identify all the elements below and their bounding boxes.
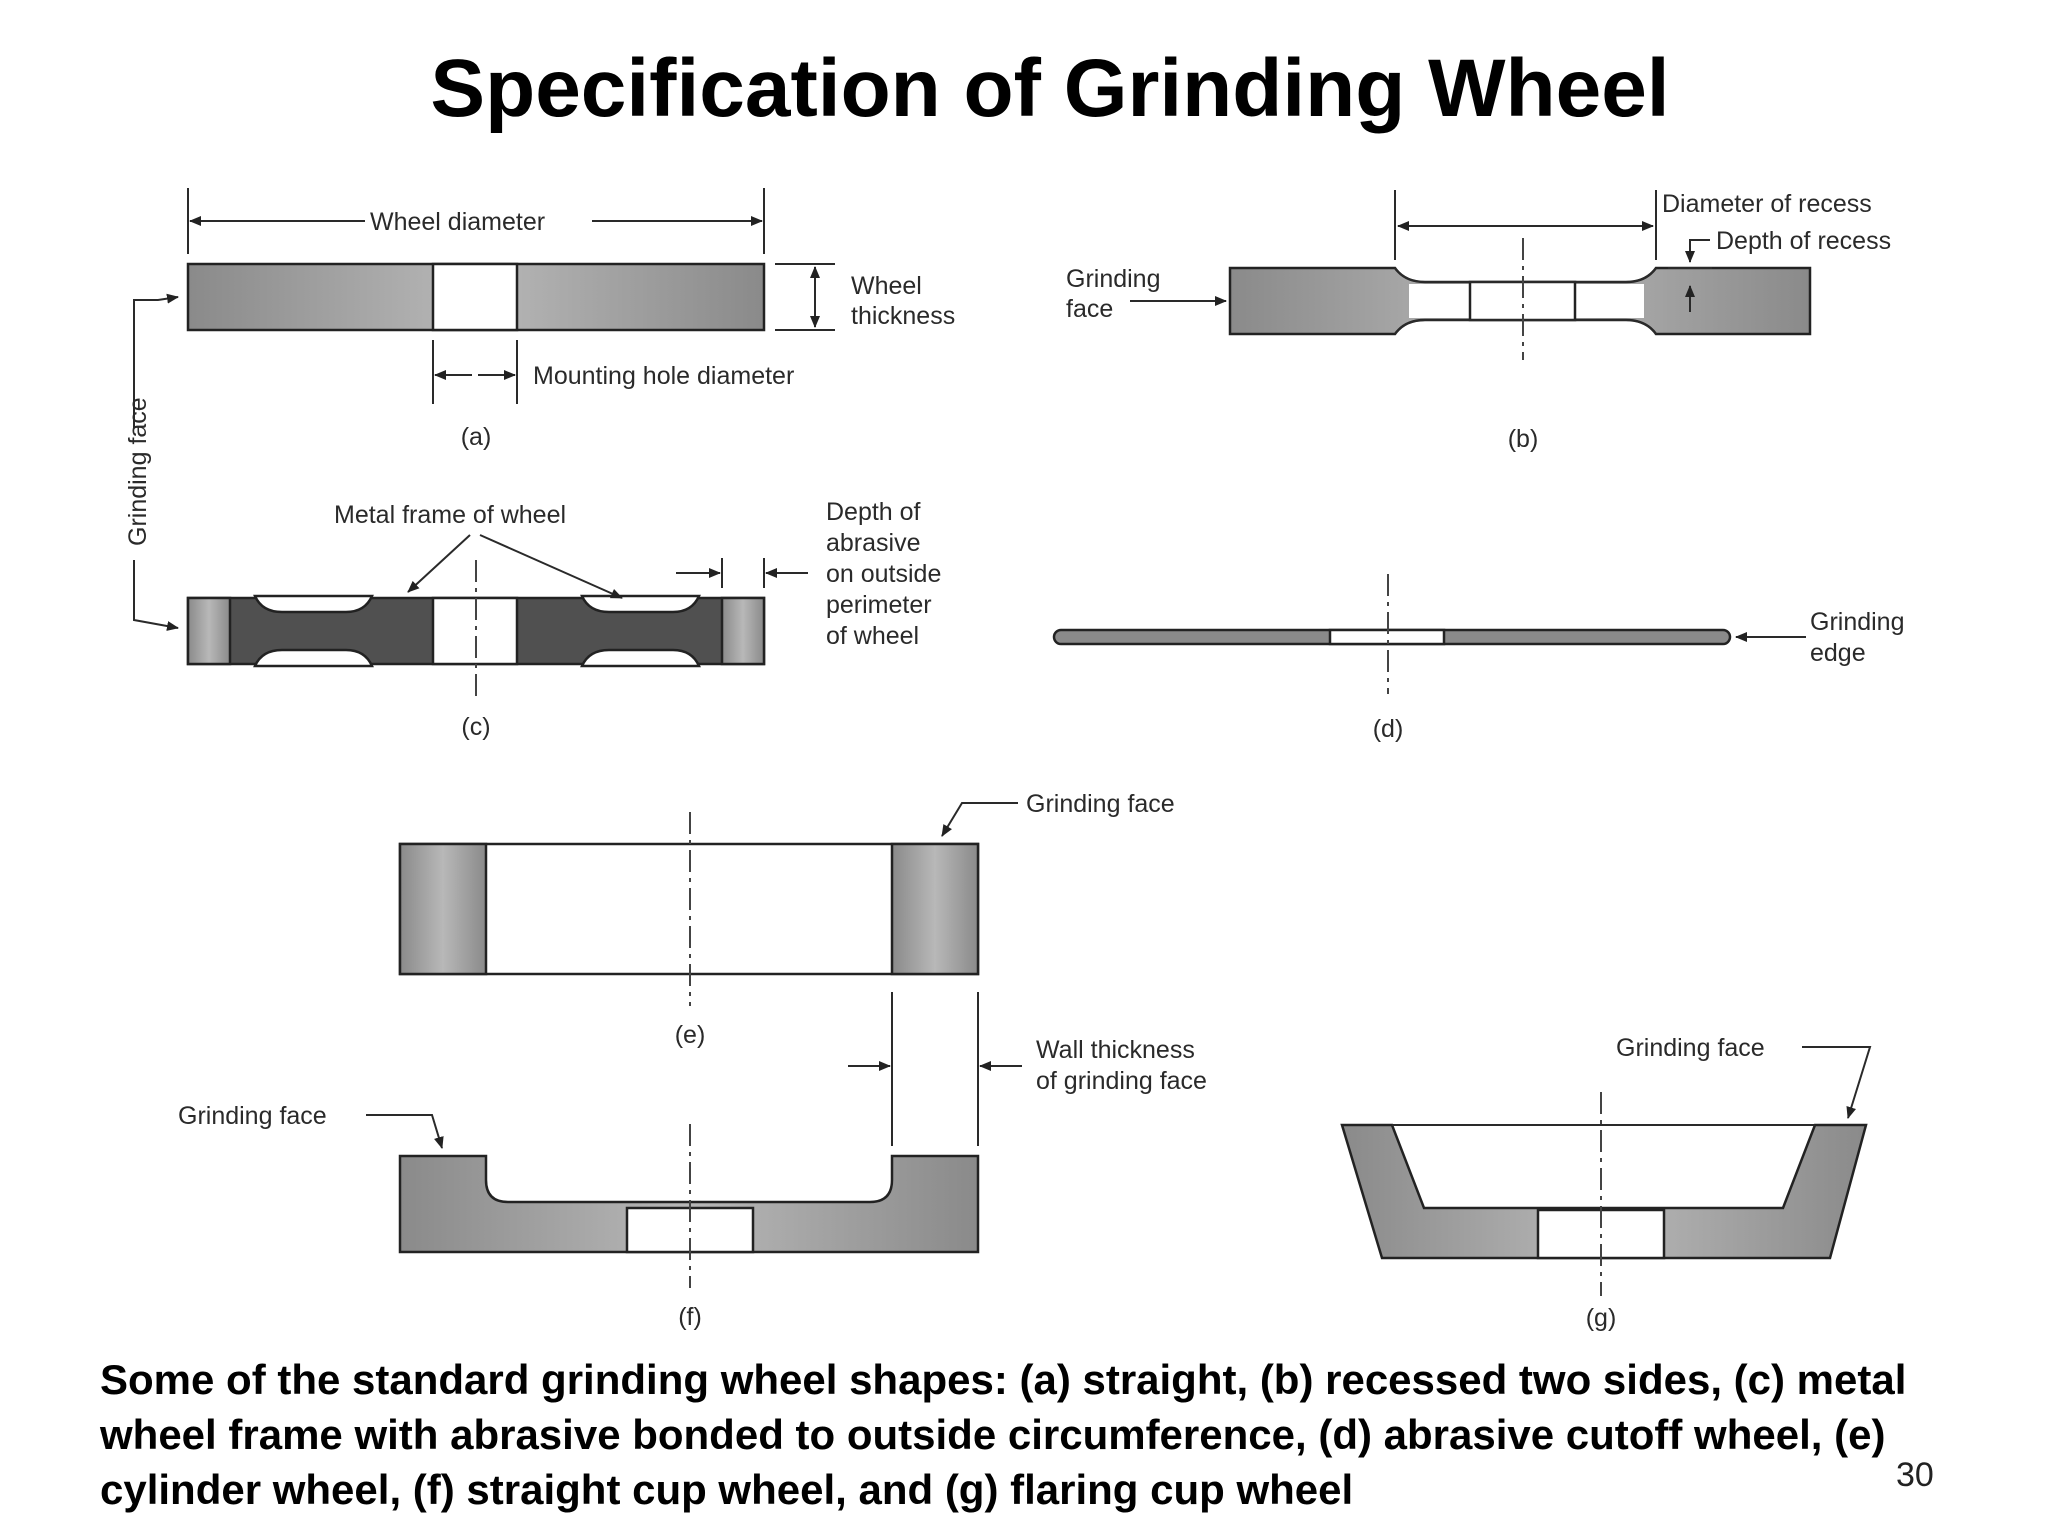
- wheel-a-straight: Wheel diameter Wheel thickness Mounting …: [124, 188, 955, 631]
- wheel-g-flaring-cup: Grinding face (g): [1340, 1034, 1872, 1332]
- wheel-c-frame-label: Metal frame of wheel: [334, 501, 566, 529]
- wheel-d-cutoff: Grinding edge (d): [1052, 574, 1905, 743]
- wheel-g-grinding-face-label: Grinding face: [1616, 1034, 1765, 1062]
- wheel-e-wall-right: [890, 842, 980, 976]
- wheel-a-grinding-face-label: Grinding face: [124, 397, 152, 546]
- wheel-e-grinding-face-label: Grinding face: [1026, 790, 1175, 818]
- page-number: 30: [1896, 1456, 1934, 1494]
- wheel-f-straight-cup: Wall thickness of grinding face Grinding…: [178, 992, 1207, 1331]
- figure-caption: Some of the standard grinding wheel shap…: [100, 1356, 1907, 1513]
- wheel-a-diameter-label: Wheel diameter: [370, 208, 545, 236]
- wheel-g-caption: (g): [1586, 1304, 1617, 1332]
- wheel-a-thickness-label-1: Wheel: [851, 272, 922, 300]
- wheel-c-depth-label-5: of wheel: [826, 622, 919, 650]
- wheel-e-cylinder: Grinding face (e): [398, 790, 1175, 1049]
- wheel-b-caption: (b): [1508, 425, 1539, 453]
- slide-title: Specification of Grinding Wheel: [430, 43, 1670, 134]
- wheel-f-grinding-face-label: Grinding face: [178, 1102, 327, 1130]
- wheel-c-depth-label-4: perimeter: [826, 591, 932, 619]
- wheel-e-caption: (e): [675, 1021, 706, 1049]
- wheel-c-abrasive-left: [186, 596, 232, 666]
- wheel-c-metal-frame: Metal frame of wheel Depth of abrasive o…: [186, 498, 941, 741]
- wheel-a-thickness-label-2: thickness: [851, 302, 955, 330]
- wheel-b-grinding-face-label-2: face: [1066, 295, 1113, 323]
- wheel-a-caption: (a): [461, 423, 492, 451]
- wheel-d-caption: (d): [1373, 715, 1404, 743]
- wheel-d-grinding-edge-label-2: edge: [1810, 639, 1866, 667]
- wheel-b-grinding-face-label-1: Grinding: [1066, 265, 1161, 293]
- wheel-f-wall-thickness-label-2: of grinding face: [1036, 1067, 1207, 1095]
- wheel-e-wall-left: [398, 842, 488, 976]
- wheel-b-recess-diameter-label: Diameter of recess: [1662, 190, 1872, 218]
- wheel-a-hole: [431, 262, 519, 332]
- wheel-c-abrasive-right: [720, 596, 766, 666]
- wheel-c-depth-label-2: abrasive: [826, 529, 921, 557]
- wheel-b-recessed: Diameter of recess Depth of recess Grind…: [1066, 190, 1891, 453]
- wheel-b-recess-depth-label: Depth of recess: [1716, 227, 1891, 255]
- wheel-d-grinding-edge-label-1: Grinding: [1810, 608, 1905, 636]
- wheel-f-caption: (f): [678, 1303, 702, 1331]
- wheel-c-depth-label-1: Depth of: [826, 498, 921, 526]
- wheel-c-caption: (c): [461, 713, 490, 741]
- wheel-f-wall-thickness-label-1: Wall thickness: [1036, 1036, 1195, 1064]
- wheel-c-depth-label-3: on outside: [826, 560, 941, 588]
- wheel-a-hole-label: Mounting hole diameter: [533, 362, 794, 390]
